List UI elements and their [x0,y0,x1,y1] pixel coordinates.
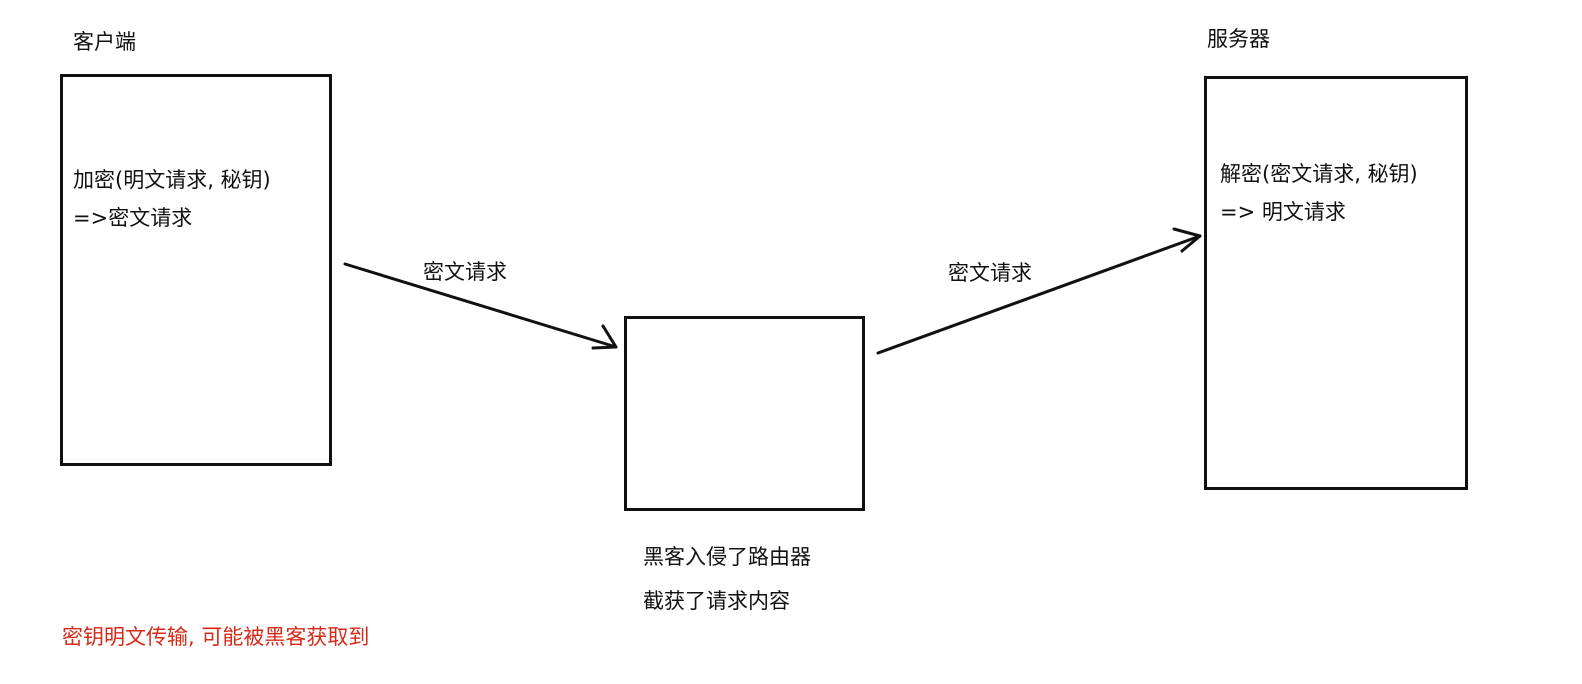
client-result-line: =>密文请求 [73,206,193,230]
router-box [624,316,865,511]
client-box [60,74,332,466]
router-to-server-arrow [876,227,1202,355]
server-title: 服务器 [1207,27,1270,51]
right-arrow-label: 密文请求 [948,261,1032,285]
client-to-router-arrow [343,262,618,350]
left-arrow-label: 密文请求 [423,260,507,284]
server-decrypt-line: 解密(密文请求, 秘钥) [1220,162,1418,186]
router-caption-line2: 截获了请求内容 [643,589,790,613]
router-caption-line1: 黑客入侵了路由器 [643,545,811,569]
client-title: 客户端 [73,30,136,54]
warning-note: 密钥明文传输, 可能被黑客获取到 [62,625,370,649]
server-result-line: => 明文请求 [1220,200,1346,224]
client-encrypt-line: 加密(明文请求, 秘钥) [73,168,271,192]
server-box [1204,76,1468,490]
